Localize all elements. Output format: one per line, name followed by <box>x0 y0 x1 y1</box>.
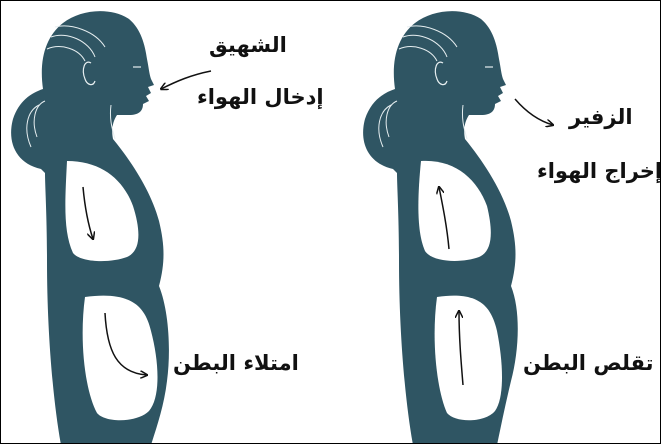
exhale-figure <box>363 11 553 444</box>
exhale-subtitle: إخراج الهواء <box>537 159 661 184</box>
inhale-label: الشهيق <box>209 33 287 58</box>
exhale-nose-arrow <box>515 99 553 125</box>
belly-expansion-label: امتلاء البطن <box>173 351 299 376</box>
inhale-figure <box>11 11 211 444</box>
inhale-subtitle: إدخال الهواء <box>197 85 324 110</box>
exhale-label: الزفير <box>569 105 633 130</box>
belly-contraction-label: تقلص البطن <box>523 351 654 376</box>
